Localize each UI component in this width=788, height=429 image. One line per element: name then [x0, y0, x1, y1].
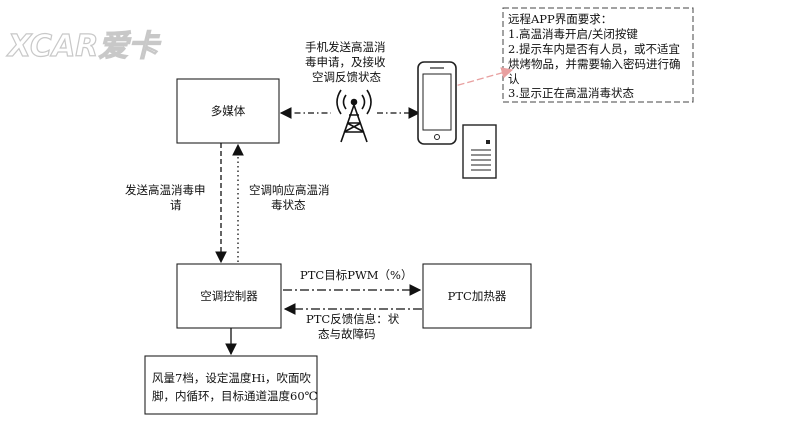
requirement-line: 2.提示车内是否有人员，或不适宜 — [508, 42, 680, 56]
requirement-line: 1.高温消毒开启/关闭按键 — [508, 27, 638, 41]
ptc-target-label: PTC目标PWM（%） — [300, 268, 412, 282]
requirements-note: 远程APP界面要求： 1.高温消毒开启/关闭按键 2.提示车内是否有人员，或不适… — [502, 7, 694, 103]
settings-box — [144, 355, 318, 415]
ac-controller-box — [176, 263, 282, 329]
note-pointer-line — [447, 67, 514, 89]
ac-controller-label: 空调控制器 — [200, 289, 258, 303]
requirement-line: 3.显示正在高温消毒状态 — [508, 86, 634, 100]
multimedia-box — [176, 78, 280, 144]
settings-line: 脚，内循环，目标通道温度60℃ — [152, 389, 318, 403]
phone-link-label: 手机发送高温消 — [305, 40, 386, 54]
settings-line: 风量7档，设定温度Hi，吹面吹 — [152, 371, 312, 385]
requirement-line: 烘烤物品，并需要输入密码进行确 — [508, 57, 681, 71]
cell-tower-icon — [336, 89, 372, 143]
phone-link-label: 空调反馈状态 — [312, 70, 381, 84]
brand-watermark: XCAR爱卡 — [6, 29, 161, 64]
smartphone-icon — [417, 61, 457, 145]
requirements-title: 远程APP界面要求： — [508, 12, 612, 26]
server-icon — [462, 124, 497, 179]
requirement-line: 认 — [508, 72, 520, 86]
ac-response-label: 毒状态 — [271, 198, 306, 212]
ptc-feedback-label: 态与故障码 — [318, 327, 376, 341]
ac-response-label: 空调响应高温消 — [249, 183, 330, 197]
phone-link-label: 毒申请，及接收 — [305, 55, 386, 69]
ptc-heater-box — [422, 263, 532, 329]
ptc-heater-label: PTC加热器 — [448, 289, 507, 303]
multimedia-label: 多媒体 — [211, 104, 246, 118]
send-request-label: 请 — [170, 198, 182, 212]
ptc-feedback-label: PTC反馈信息：状 — [306, 312, 400, 326]
send-request-label: 发送高温消毒申 — [125, 183, 206, 197]
